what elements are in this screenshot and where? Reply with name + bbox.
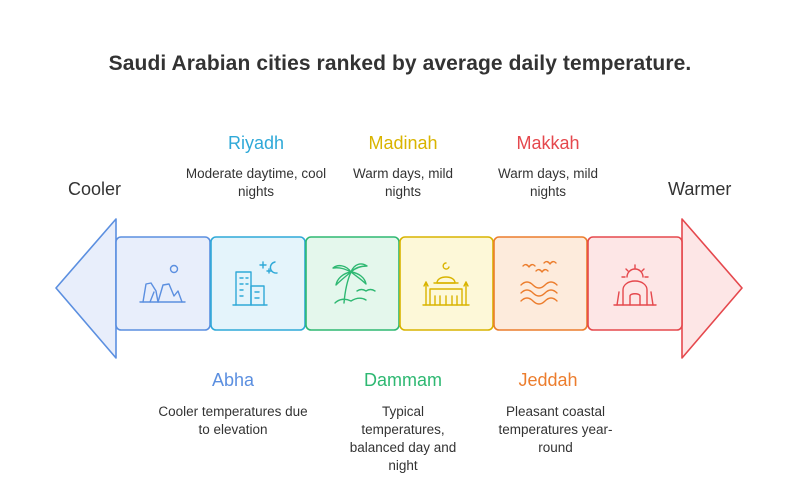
city-description-madinah: Warm days, mild nights [352, 166, 453, 199]
city-description-jeddah: Pleasant coastal temperatures year-round [498, 404, 613, 455]
segment-makkah [587, 236, 683, 331]
city-description-riyadh: Moderate daytime, cool nights [185, 166, 327, 199]
city-name-jeddah: Jeddah [518, 370, 578, 390]
segment-dammam [305, 236, 400, 331]
city-description-abha: Cooler temperatures due to elevation [158, 404, 308, 437]
mosque-icon [422, 262, 470, 306]
city-name-madinah: Madinah [368, 133, 438, 153]
city-night-icon [232, 261, 278, 306]
sea-birds-icon [520, 260, 558, 305]
cooler-label: Cooler [68, 179, 122, 199]
cooler-arrow-head [55, 218, 117, 359]
city-name-abha: Abha [211, 370, 255, 390]
city-name-riyadh: Riyadh [227, 133, 285, 153]
city-name-makkah: Makkah [516, 133, 580, 153]
mountains-icon [139, 264, 186, 303]
kaaba-sun-icon [613, 264, 657, 306]
segment-abha [115, 236, 211, 331]
warmer-arrow-head [681, 218, 743, 359]
warmer-label: Warmer [668, 179, 732, 199]
city-description-dammam: Typical temperatures, balanced day and n… [349, 404, 457, 473]
city-name-dammam: Dammam [363, 370, 442, 390]
segment-riyadh [210, 236, 306, 331]
palm-tree-icon [332, 263, 376, 304]
city-description-makkah: Warm days, mild nights [497, 166, 598, 199]
page-title: Saudi Arabian cities ranked by average d… [108, 52, 692, 75]
segment-jeddah [493, 236, 588, 331]
